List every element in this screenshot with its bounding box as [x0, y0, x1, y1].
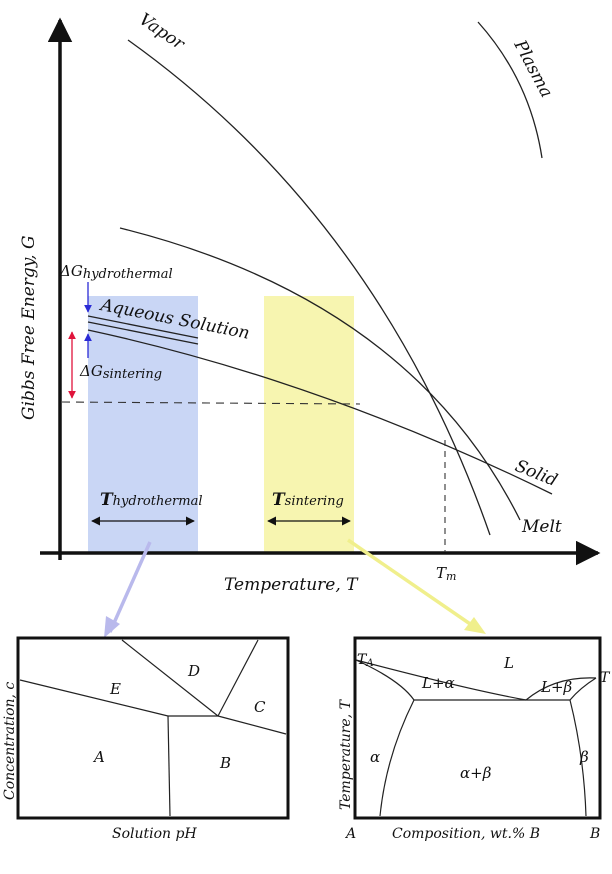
solidus-left: [355, 659, 415, 701]
vapor-curve: [127, 39, 491, 536]
beta-solvus: [569, 699, 587, 817]
liquidus-left: [355, 659, 527, 701]
phase-region-l-alpha: L+α: [421, 674, 455, 692]
alpha-solvus: [379, 699, 415, 817]
phase-region-beta: β: [579, 748, 589, 766]
ph-region-b: B: [219, 754, 231, 772]
sintering-band: [264, 296, 354, 554]
melt-label: Melt: [521, 517, 562, 537]
ph-diagram-frame: [16, 636, 290, 820]
vapor-label: Vapor: [135, 10, 188, 55]
pointer-to-ph-diagram-head: [104, 616, 120, 638]
pointer-to-phase-diagram-head: [464, 617, 486, 634]
aqueous-curve-1: [87, 315, 199, 339]
hydrothermal-band: [88, 296, 198, 554]
solid-curve: [87, 329, 553, 495]
phase-region-liquid: L: [503, 654, 514, 672]
plasma-curve: [477, 21, 543, 159]
liquidus-right: [525, 677, 597, 701]
ph-boundary-ab: [167, 715, 171, 817]
x-axis-label: Temperature, T: [224, 575, 359, 595]
phase-region-alpha: α: [370, 748, 380, 766]
pointer-to-ph-diagram: [108, 541, 152, 633]
ph-x-axis-label: Solution pH: [112, 826, 197, 842]
phase-left-component: A: [344, 826, 356, 842]
phase-region-l-beta: L+β: [540, 678, 573, 696]
ph-region-d: D: [187, 662, 200, 680]
phase-x-axis-label: Composition, wt.% B: [392, 826, 540, 842]
tm-label: Tm: [436, 564, 456, 583]
ph-region-e: E: [109, 680, 121, 698]
delta-g-sintering-label: ΔGsintering: [79, 362, 162, 382]
ph-boundary-ed: [121, 639, 219, 717]
ph-boundary-dc: [217, 639, 259, 717]
ta-label: TA: [357, 652, 374, 669]
pointer-to-phase-diagram: [347, 538, 477, 630]
aqueous-curve-2: [87, 321, 199, 345]
t-sintering-label: Tsintering: [272, 490, 344, 510]
delta-g-hydrothermal-label: ΔGhydrothermal: [59, 262, 173, 282]
ph-y-axis-label: Concentration, c: [2, 682, 18, 800]
phase-region-alpha-beta: α+β: [460, 764, 492, 782]
phase-diagram-frame: [353, 636, 602, 820]
t-hydrothermal-label: Thydrothermal: [100, 490, 202, 510]
plasma-label: Plasma: [509, 36, 556, 101]
delta-g-reference-line: [61, 401, 361, 405]
ph-boundary-ea: [19, 679, 169, 717]
ph-boundary-cb: [217, 715, 287, 735]
phase-right-component: B: [589, 826, 600, 842]
phase-y-axis-label: Temperature, T: [338, 698, 354, 810]
solidus-right: [569, 677, 597, 701]
y-axis-label: Gibbs Free Energy, G: [19, 235, 39, 420]
ph-region-c: C: [254, 698, 266, 716]
ph-region-a: A: [92, 748, 105, 766]
tb-label: T: [600, 670, 611, 686]
